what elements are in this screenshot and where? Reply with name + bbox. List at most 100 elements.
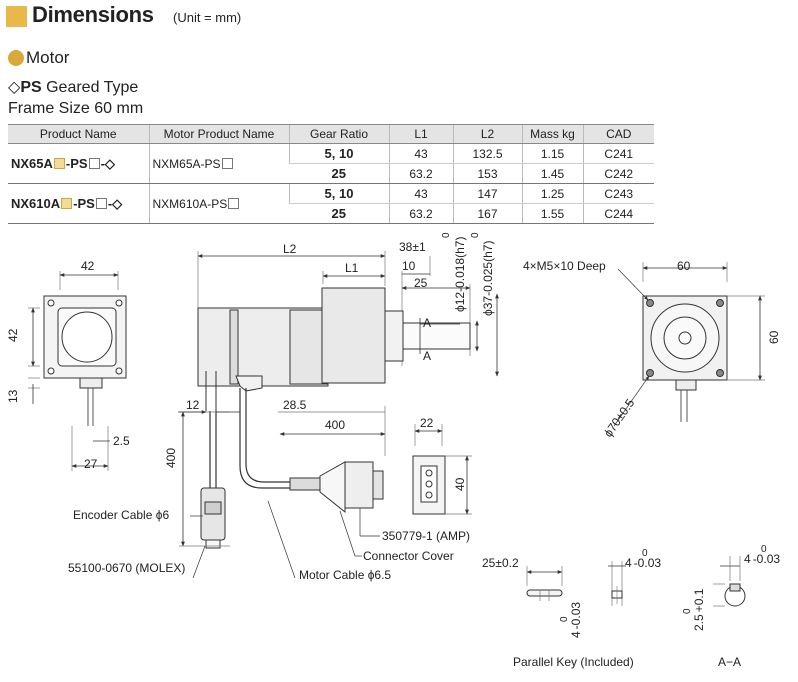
key-length: 25±0.2 <box>482 556 519 570</box>
dim-width-42: 42 <box>81 259 95 273</box>
tol-zero: 0 <box>682 608 693 614</box>
dim-12: 12 <box>186 398 200 412</box>
l2-cell: 167 <box>452 203 522 224</box>
l2-cell: 132.5 <box>452 143 522 164</box>
type-code: PS <box>20 79 42 96</box>
tol-zero: 0 <box>642 548 648 559</box>
cad-cell: C243 <box>582 183 654 204</box>
dim-key-2-5: 2.5 <box>113 434 130 448</box>
dim-400-horizontal: 400 <box>325 418 345 432</box>
spec-table: Product Name Motor Product Name Gear Rat… <box>8 124 654 224</box>
option-box <box>228 197 240 209</box>
table-row: 25 63.2 153 1.45 C242 <box>8 163 654 184</box>
dim-40: 40 <box>453 477 467 491</box>
column-header: L1 <box>388 124 453 144</box>
tapped-holes-label: 4×M5×10 Deep <box>523 259 606 273</box>
column-header: Product Name <box>8 124 149 144</box>
option-box <box>221 157 233 169</box>
pilot-diameter-37: ϕ37-0.025(h7) <box>481 241 495 316</box>
connector-cover-label: Connector Cover <box>363 549 454 563</box>
l2-cell: 147 <box>452 183 522 204</box>
column-header: Gear Ratio <box>288 124 389 144</box>
tol-zero: 0 <box>761 544 767 555</box>
type-heading: ◇PS Geared Type <box>8 77 138 97</box>
l2-cell: 153 <box>452 163 522 184</box>
tol-zero: 0 <box>559 616 570 622</box>
key-width-top: 4-0.03 <box>625 556 661 570</box>
dim-400-vertical: 400 <box>164 448 178 468</box>
molex-label: 55100-0670 (MOLEX) <box>68 561 185 575</box>
dim-60-side: 60 <box>767 330 781 344</box>
dim-l2: L2 <box>283 242 297 256</box>
column-header: Mass kg <box>521 124 583 144</box>
section-label: A−A <box>718 655 741 669</box>
l1-cell: 63.2 <box>388 163 453 184</box>
frame-size: Frame Size 60 mm <box>8 100 144 117</box>
mass-cell: 1.15 <box>521 143 583 164</box>
tol-zero: 0 <box>470 232 481 238</box>
section-title: Motor <box>26 48 70 67</box>
mass-cell: 1.45 <box>521 163 583 184</box>
dim-height-42: 42 <box>6 328 20 342</box>
cad-cell: C244 <box>582 203 654 224</box>
tol-zero: 0 <box>441 232 452 238</box>
column-header: L2 <box>452 124 522 144</box>
gear-ratio-cell: 25 <box>289 203 389 224</box>
connector-part-label: 350779-1 (AMP) <box>382 529 470 543</box>
column-header: Motor Product Name <box>148 124 289 144</box>
keyway-depth: 2.5+0.1 <box>692 588 706 631</box>
mass-cell: 1.25 <box>521 183 583 204</box>
bullet-icon <box>8 50 24 66</box>
parallel-key-detail <box>526 556 746 607</box>
table-row: NX610A-PS-◇ NXM610A-PS 5, 10 43 147 1.25… <box>8 183 654 224</box>
section-mark-bottom: A <box>423 349 431 363</box>
motor-product-cell: NXM65A-PS <box>148 143 289 184</box>
pcd-label: ϕ70±0.5 <box>601 396 638 440</box>
dim-60-top: 60 <box>677 259 691 273</box>
end-view-left <box>28 271 127 471</box>
dim-l1: L1 <box>345 261 359 275</box>
dim-10: 10 <box>402 259 416 273</box>
side-view <box>178 251 499 579</box>
option-box <box>88 157 100 169</box>
table-row: NX65A-PS-◇ NXM65A-PS 5, 10 43 132.5 1.15… <box>8 143 654 184</box>
end-view-front <box>613 262 765 427</box>
section-mark-top: A <box>423 316 431 330</box>
shaft-key-width: 4-0.03 <box>744 552 780 566</box>
l1-cell: 63.2 <box>388 203 453 224</box>
key-height: 4-0.03 <box>569 602 583 638</box>
product-name-cell: NX610A-PS-◇ <box>8 183 149 224</box>
motor-cable-label: Motor Cable ϕ6.5 <box>299 568 391 582</box>
dim-base-27: 27 <box>84 457 98 471</box>
type-name: Geared Type <box>46 79 139 96</box>
cad-cell: C242 <box>582 163 654 184</box>
shaft-diameter-12: ϕ12-0.018(h7) <box>453 237 467 312</box>
dim-25: 25 <box>414 276 428 290</box>
page-title: Dimensions <box>32 2 154 27</box>
dimension-drawing: 42 42 13 2.5 27 <box>6 232 781 669</box>
mass-cell: 1.55 <box>521 203 583 224</box>
dim-38: 38±1 <box>399 240 426 254</box>
l1-cell: 43 <box>388 183 453 204</box>
color-code-box <box>53 157 65 169</box>
diamond-icon: ◇ <box>8 79 21 96</box>
gear-ratio-cell: 25 <box>289 163 389 184</box>
gear-ratio-cell: 5, 10 <box>288 183 389 204</box>
gear-ratio-cell: 5, 10 <box>288 143 389 164</box>
product-name-cell: NX65A-PS-◇ <box>8 143 149 184</box>
section-marker <box>6 6 27 27</box>
l1-cell: 43 <box>388 143 453 164</box>
dim-offset-13: 13 <box>6 389 20 403</box>
table-row: 25 63.2 167 1.55 C244 <box>8 203 654 224</box>
table-header-row: Product Name Motor Product Name Gear Rat… <box>8 124 654 144</box>
column-header: CAD <box>582 124 654 144</box>
encoder-cable-label: Encoder Cable ϕ6 <box>73 508 169 522</box>
cad-cell: C241 <box>582 143 654 164</box>
motor-product-cell: NXM610A-PS <box>148 183 289 224</box>
parallel-key-label: Parallel Key (Included) <box>513 655 634 669</box>
dim-22: 22 <box>420 416 434 430</box>
unit-note: (Unit = mm) <box>173 10 242 25</box>
option-box <box>95 197 107 209</box>
dim-28-5: 28.5 <box>283 398 307 412</box>
color-code-box <box>61 197 73 209</box>
